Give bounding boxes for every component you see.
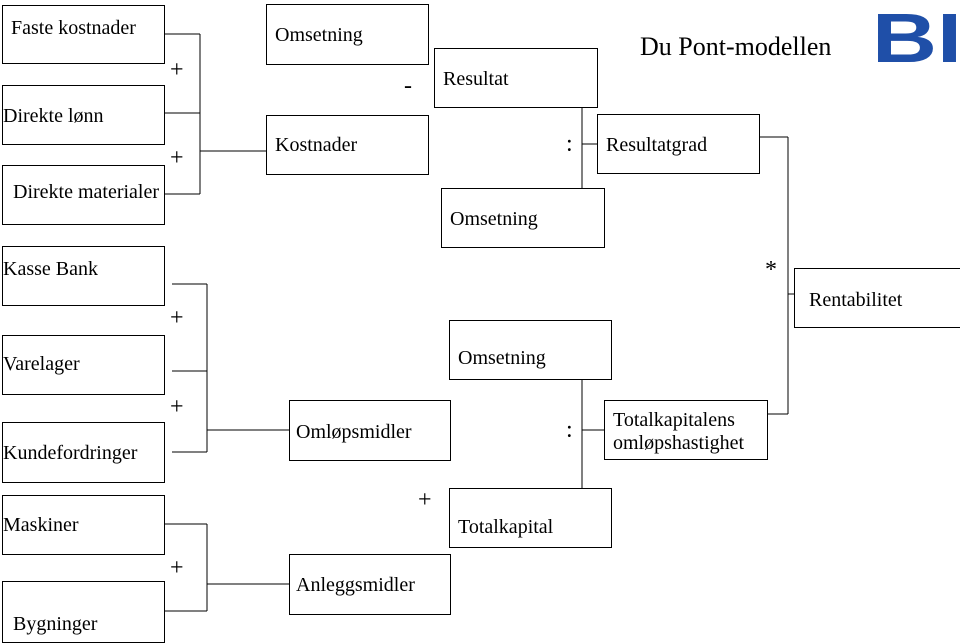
box-totalkapitalens-omlopshastighet: Totalkapitalens omløpshastighet bbox=[604, 400, 768, 460]
box-rentabilitet: Rentabilitet bbox=[794, 268, 960, 328]
box-omsetning-mid: Omsetning bbox=[441, 188, 605, 248]
operator-plus: + bbox=[170, 555, 184, 581]
operator-plus: + bbox=[418, 487, 432, 513]
box-bygninger: Bygninger bbox=[2, 581, 165, 643]
box-label: Resultat bbox=[443, 68, 509, 90]
operator-plus: + bbox=[170, 145, 184, 171]
box-maskiner: Maskiner bbox=[2, 495, 165, 555]
box-direkte-lonn: Direkte lønn bbox=[2, 85, 165, 145]
box-label: Omsetning bbox=[275, 24, 363, 46]
svg-text:BI: BI bbox=[872, 6, 960, 66]
operator-divide: : bbox=[566, 417, 573, 443]
box-label: Resultatgrad bbox=[606, 134, 708, 156]
box-resultat: Resultat bbox=[434, 48, 598, 108]
box-label: Kasse Bank bbox=[3, 258, 98, 280]
box-label: Omsetning bbox=[458, 347, 546, 369]
operator-plus: + bbox=[170, 57, 184, 83]
box-direkte-materialer: Direkte materialer bbox=[2, 165, 165, 225]
box-label: Kostnader bbox=[275, 134, 358, 156]
box-label: Anleggsmidler bbox=[296, 574, 415, 596]
box-label: Direkte lønn bbox=[3, 105, 104, 127]
diagram-title: Du Pont-modellen bbox=[640, 32, 832, 61]
box-faste-kostnader: Faste kostnader bbox=[2, 5, 165, 64]
box-anleggsmidler: Anleggsmidler bbox=[289, 554, 451, 615]
box-label: Maskiner bbox=[3, 514, 79, 536]
box-kundefordringer: Kundefordringer bbox=[2, 422, 165, 483]
operator-minus: - bbox=[404, 73, 412, 99]
box-kasse-bank: Kasse Bank bbox=[2, 246, 165, 306]
box-label: Omsetning bbox=[450, 208, 538, 230]
operator-plus: + bbox=[170, 305, 184, 331]
box-totalkapital: Totalkapital bbox=[449, 488, 612, 548]
box-label: Varelager bbox=[3, 353, 80, 375]
box-label: Omløpsmidler bbox=[296, 421, 412, 443]
box-label: Rentabilitet bbox=[809, 289, 903, 311]
box-label: Direkte materialer bbox=[13, 181, 160, 203]
box-label: Bygninger bbox=[13, 613, 98, 635]
box-resultatgrad: Resultatgrad bbox=[597, 114, 760, 174]
operator-multiply: * bbox=[765, 257, 777, 283]
box-label-line1: Totalkapitalens bbox=[613, 409, 735, 431]
operator-divide: : bbox=[566, 131, 573, 157]
box-label-line2: omløpshastighet bbox=[613, 432, 745, 454]
bi-logo: BI bbox=[872, 6, 960, 66]
operator-plus: + bbox=[170, 394, 184, 420]
box-omsetning-lower: Omsetning bbox=[449, 320, 612, 380]
box-varelager: Varelager bbox=[2, 335, 165, 395]
box-omlopsmidler: Omløpsmidler bbox=[289, 400, 451, 461]
box-label: Totalkapital bbox=[458, 516, 554, 538]
box-kostnader: Kostnader bbox=[266, 115, 429, 175]
box-label: Faste kostnader bbox=[11, 17, 136, 39]
box-omsetning-top: Omsetning bbox=[266, 4, 429, 65]
box-label: Kundefordringer bbox=[3, 442, 138, 464]
